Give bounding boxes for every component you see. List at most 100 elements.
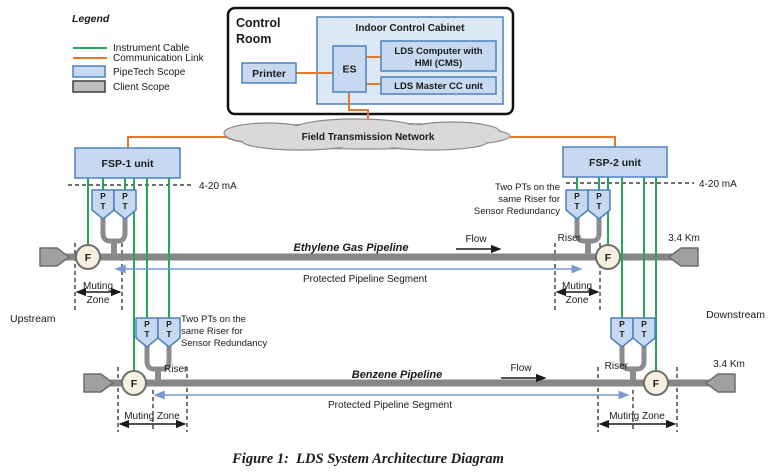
redundancy-note-left: Two PTs on the (181, 314, 246, 325)
svg-text:P: P (641, 319, 647, 329)
svg-text:P: P (619, 319, 625, 329)
lds-computer-label: LDS Computer with (394, 46, 482, 57)
arrows (75, 244, 677, 429)
downstream-label: Downstream (706, 309, 765, 321)
benzene-pipeline (83, 373, 736, 393)
legend: Legend Instrument Cable Communication Li… (72, 13, 205, 93)
svg-text:T: T (641, 329, 647, 339)
lds-master-box (380, 76, 497, 95)
svg-text:same Riser for: same Riser for (181, 326, 243, 337)
legend-title: Legend (72, 13, 110, 25)
muting-zone-label: Muting (562, 281, 592, 292)
redundancy-note-right: Two PTs on the (495, 182, 560, 193)
svg-text:Sensor Redundancy: Sensor Redundancy (474, 206, 560, 217)
svg-text:T: T (166, 329, 172, 339)
svg-text:T: T (122, 201, 128, 211)
protected-segment-label: Protected Pipeline Segment (328, 400, 452, 411)
flow-meter-icon: F (595, 244, 621, 270)
printer-label: Printer (252, 68, 286, 80)
control-room-title: Control (236, 16, 280, 30)
ethylene-name: Ethylene Gas Pipeline (294, 242, 409, 254)
printer-box (241, 62, 297, 84)
pt-sensor-icon: P T (632, 317, 656, 348)
upstream-label: Upstream (10, 313, 56, 325)
svg-text:P: P (574, 191, 580, 201)
distance-label: 3.4 Km (668, 233, 700, 244)
labels: Control Room Indoor Control Cabinet Prin… (10, 16, 765, 422)
legend-item-label: Instrument Cable (113, 43, 190, 54)
network-cloud-icon (223, 118, 511, 151)
network-label: Field Transmission Network (302, 132, 435, 143)
pipeline-endcap (705, 373, 736, 393)
pipetech-scope-swatch (72, 65, 106, 78)
pt-sensor-icon: P T (610, 317, 634, 348)
signal-label-left: 4-20 mA (199, 181, 237, 192)
instrument-cables (87, 177, 657, 371)
riser-label: Riser (558, 233, 582, 244)
svg-text:Sensor Redundancy: Sensor Redundancy (181, 338, 267, 349)
pt-sensor-icon: P T (113, 189, 137, 220)
svg-text:F: F (131, 378, 138, 390)
svg-text:T: T (100, 201, 106, 211)
muting-zone-label: Muting (83, 281, 113, 292)
svg-text:F: F (85, 252, 92, 264)
cabinet-title: Indoor Control Cabinet (356, 23, 466, 34)
svg-text:F: F (605, 252, 612, 264)
lds-computer-box (380, 40, 497, 72)
pt-sensor-icon: P T (587, 189, 611, 220)
pt-sensor-icon: P T (157, 317, 181, 348)
fsp2-box (562, 146, 668, 178)
legend-item-label: Client Scope (113, 82, 170, 93)
es-label: ES (342, 64, 356, 76)
svg-text:T: T (144, 329, 150, 339)
pipeline-endcap (668, 247, 699, 267)
figure-caption: Figure 1: LDS System Architecture Diagra… (231, 451, 504, 467)
svg-text:P: P (596, 191, 602, 201)
svg-text:T: T (619, 329, 625, 339)
flow-meters: F F F F (75, 244, 669, 396)
distance-label: 3.4 Km (713, 359, 745, 370)
pt-sensor-icon: P T (565, 189, 589, 220)
flow-label: Flow (465, 234, 487, 245)
fsp1-label: FSP-1 unit (102, 158, 154, 170)
pipeline-endcap (83, 373, 114, 393)
riser-label: Riser (164, 364, 188, 375)
svg-text:P: P (144, 319, 150, 329)
flow-meter-icon: F (75, 244, 101, 270)
svg-text:P: P (122, 191, 128, 201)
svg-text:Zone: Zone (566, 295, 589, 306)
risers (100, 217, 647, 381)
pipeline-endcap-upstream (39, 247, 70, 267)
svg-text:P: P (166, 319, 172, 329)
pt-sensors: P T P T P T P T P T P T P (91, 189, 656, 348)
signal-label-right: 4-20 mA (699, 179, 737, 190)
protected-segment-label: Protected Pipeline Segment (303, 274, 427, 285)
pt-sensor-icon: P T (135, 317, 159, 348)
flow-meter-icon: F (643, 370, 669, 396)
benzene-name: Benzene Pipeline (352, 369, 442, 381)
communication-links (127, 56, 616, 148)
svg-text:same Riser for: same Riser for (498, 194, 560, 205)
svg-text:HMI (CMS): HMI (CMS) (415, 58, 463, 69)
svg-text:P: P (100, 191, 106, 201)
svg-text:Room: Room (236, 32, 271, 46)
svg-text:Zone: Zone (87, 295, 110, 306)
legend-item-label: PipeTech Scope (113, 67, 186, 78)
flow-label: Flow (510, 363, 532, 374)
flow-meter-icon: F (121, 370, 147, 396)
fsp1-box (74, 147, 181, 179)
muting-zone-label: Muting Zone (124, 411, 180, 422)
svg-text:F: F (653, 378, 660, 390)
fsp2-label: FSP-2 unit (589, 157, 641, 169)
pt-sensor-icon: P T (91, 189, 115, 220)
riser-label: Riser (605, 361, 629, 372)
svg-text:T: T (574, 201, 580, 211)
es-box (332, 45, 367, 93)
legend-item-label: Communication Link (113, 53, 205, 64)
lds-master-label: LDS Master CC unit (394, 81, 484, 92)
client-scope-swatch (72, 80, 106, 93)
muting-zone-label: Muting Zone (609, 411, 665, 422)
ethylene-pipeline (39, 247, 699, 267)
